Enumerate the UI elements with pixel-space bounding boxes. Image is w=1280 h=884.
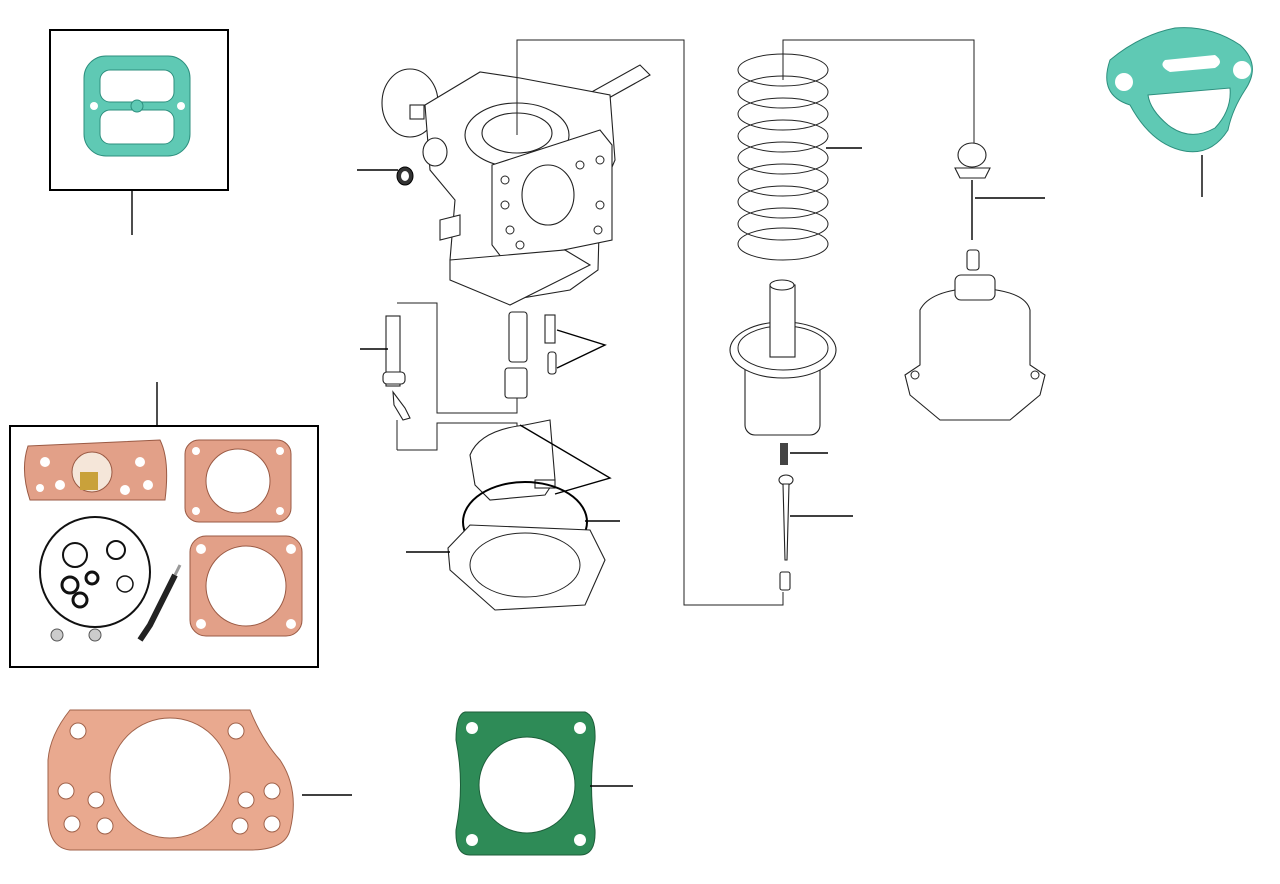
- jet-needle[interactable]: [778, 474, 853, 591]
- gasket-kit[interactable]: [9, 382, 319, 668]
- top-right-green-gasket[interactable]: [1106, 27, 1253, 197]
- jet-bearing-parts[interactable]: [504, 311, 607, 399]
- jet-assembly[interactable]: [360, 302, 518, 451]
- float[interactable]: [469, 419, 612, 501]
- dark-green-gasket[interactable]: [455, 711, 633, 856]
- boxed-green-gasket[interactable]: [49, 29, 229, 235]
- copper-gasket[interactable]: [47, 709, 352, 851]
- carburettor-body[interactable]: [381, 64, 651, 306]
- dashpot-cover[interactable]: [904, 274, 1046, 421]
- connector-line-body-needle: [516, 39, 784, 606]
- needle-spring[interactable]: [780, 443, 828, 465]
- piston[interactable]: [729, 279, 837, 436]
- connector-line-spring-damper: [782, 39, 975, 143]
- float-chamber-lid[interactable]: [406, 524, 606, 611]
- damper-assembly[interactable]: [954, 142, 1045, 271]
- jet-nut-bushing[interactable]: [357, 166, 414, 186]
- piston-spring[interactable]: [737, 53, 862, 261]
